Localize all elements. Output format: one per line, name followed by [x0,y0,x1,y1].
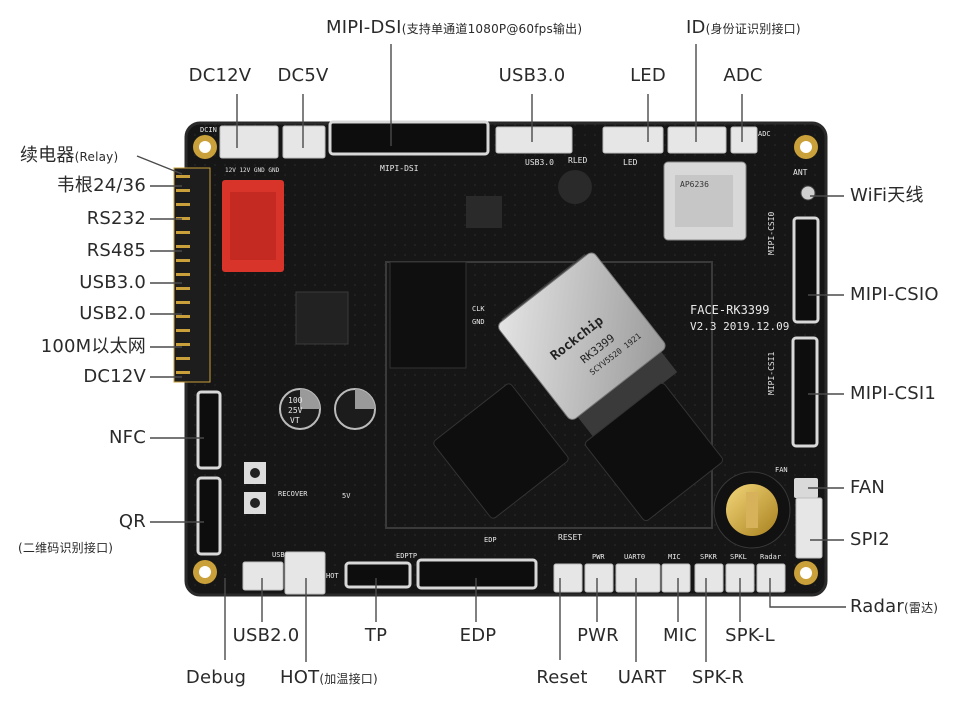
silk-pwr: PWR [592,553,605,561]
bottom-fpc [344,558,538,590]
silk-spkl: SPKL [730,553,747,561]
silk-csi0: MIPI-CSI0 [767,211,776,255]
label-reset: Reset [536,667,588,688]
label-mipi-dsi-main: MIPI-DSI [326,17,402,38]
label-rs232: RS232 [86,208,146,229]
label-dc12v-top: DC12V [188,65,252,86]
silk-mipi-dsi: MIPI-DSI [380,164,419,173]
silk-clk: CLK [472,305,485,313]
silk-ant: ANT [793,168,808,177]
rk3399-soc [498,252,678,438]
silk-usb3: USB3.0 [525,158,554,167]
wifi-chip-label: AP6236 [680,180,709,189]
silk-csi1: MIPI-CSI1 [767,351,776,395]
silk-spkr: SPKR [700,553,717,561]
label-relay: 续电器(Relay) [20,146,118,167]
left-pin-header [173,167,211,383]
silk-cap-type: VT [290,416,300,425]
label-mipi-dsi-sub: (支持单通道1080P@60fps输出) [401,22,583,36]
label-dc5v: DC5V [277,65,329,86]
label-rs485: RS485 [86,240,146,261]
fan-connector [794,478,818,498]
label-id: ID(身份证识别接口) [686,18,801,39]
label-pwr: PWR [577,625,619,646]
label-wiegand: 韦根24/36 [56,175,146,196]
mipi-dsi-fpc [328,120,490,156]
silk-usb: USB [272,551,285,559]
left-fpc [196,390,222,556]
label-mipi-dsi: MIPI-DSI(支持单通道1080P@60fps输出) [326,18,582,39]
board-model: FACE-RK3399 [690,303,770,317]
label-adc: ADC [723,65,763,86]
label-dc12v-left: DC12V [83,366,146,387]
silk-cap-voltage: 25V [288,406,303,415]
silk-cap-value: 100 [288,396,303,405]
label-radar-main: Radar [850,596,904,617]
silk-5v: 5V [342,492,351,500]
label-id-main: ID [686,17,706,38]
label-debug: Debug [185,667,247,688]
label-radar-sub: (雷达) [904,601,939,615]
label-ethernet: 100M以太网 [40,336,146,357]
silk-12v-row: 12V 12V GND GND [225,167,280,174]
label-relay-main: 续电器 [20,145,75,166]
leader-lines [136,44,846,662]
spi2-connector [795,497,823,559]
silk-recover: RECOVER [278,490,308,498]
label-hot-main: HOT [280,667,320,688]
label-mic: MIC [662,625,698,646]
label-usb20-bottom: USB2.0 [232,625,300,646]
label-wifi: WiFi天线 [850,185,924,206]
label-relay-sub: (Relay) [74,150,119,164]
board-version-number: V2.3 [690,320,717,333]
label-fan: FAN [850,477,886,498]
silk-edp: EDP [484,536,497,544]
silk-rled: RLED [568,156,588,165]
capacitors [279,388,376,430]
label-spi2: SPI2 [850,529,890,550]
label-uart: UART [617,667,667,688]
silk-edptp: EDPTP [396,552,418,560]
mount-holes [193,135,818,585]
silk-led: LED [623,158,638,167]
label-usb30-left: USB3.0 [79,272,146,293]
board-version: V2.3 2019.12.09 [690,320,789,333]
silk-dcin: DCIN [200,126,217,134]
silk-fan: FAN [775,466,788,474]
silk-mic: MIC [668,553,681,561]
label-led: LED [630,65,666,86]
label-edp: EDP [459,625,497,646]
silk-hot: HOT [326,572,339,580]
silk-reset: RESET [558,533,583,542]
silk-radar: Radar [760,553,782,561]
label-qr: QR [118,511,146,532]
silk-adc: ADC [758,130,771,138]
silk-uart: UART0 [624,553,646,561]
antenna-socket [800,185,816,201]
label-csi1: MIPI-CSI1 [850,383,937,404]
board-date: 2019.12.09 [723,320,790,333]
label-hot: HOT(加温接口) [280,668,378,689]
right-fpc [791,216,820,448]
coin-cell [713,471,791,549]
label-spkl: SPK-L [725,625,775,646]
label-csi0: MIPI-CSIO [850,284,939,305]
label-id-sub: (身份证识别接口) [705,22,801,36]
label-spkr: SPK-R [691,667,745,688]
label-qr-sub: (二维码识别接口) [18,541,114,555]
label-radar: Radar(雷达) [850,597,938,618]
label-tp: TP [364,625,388,646]
label-hot-sub: (加温接口) [319,672,378,686]
label-usb30-top: USB3.0 [498,65,566,86]
silk-gnd: GND [472,318,485,326]
label-usb20-left: USB2.0 [79,303,146,324]
label-nfc: NFC [109,427,146,448]
